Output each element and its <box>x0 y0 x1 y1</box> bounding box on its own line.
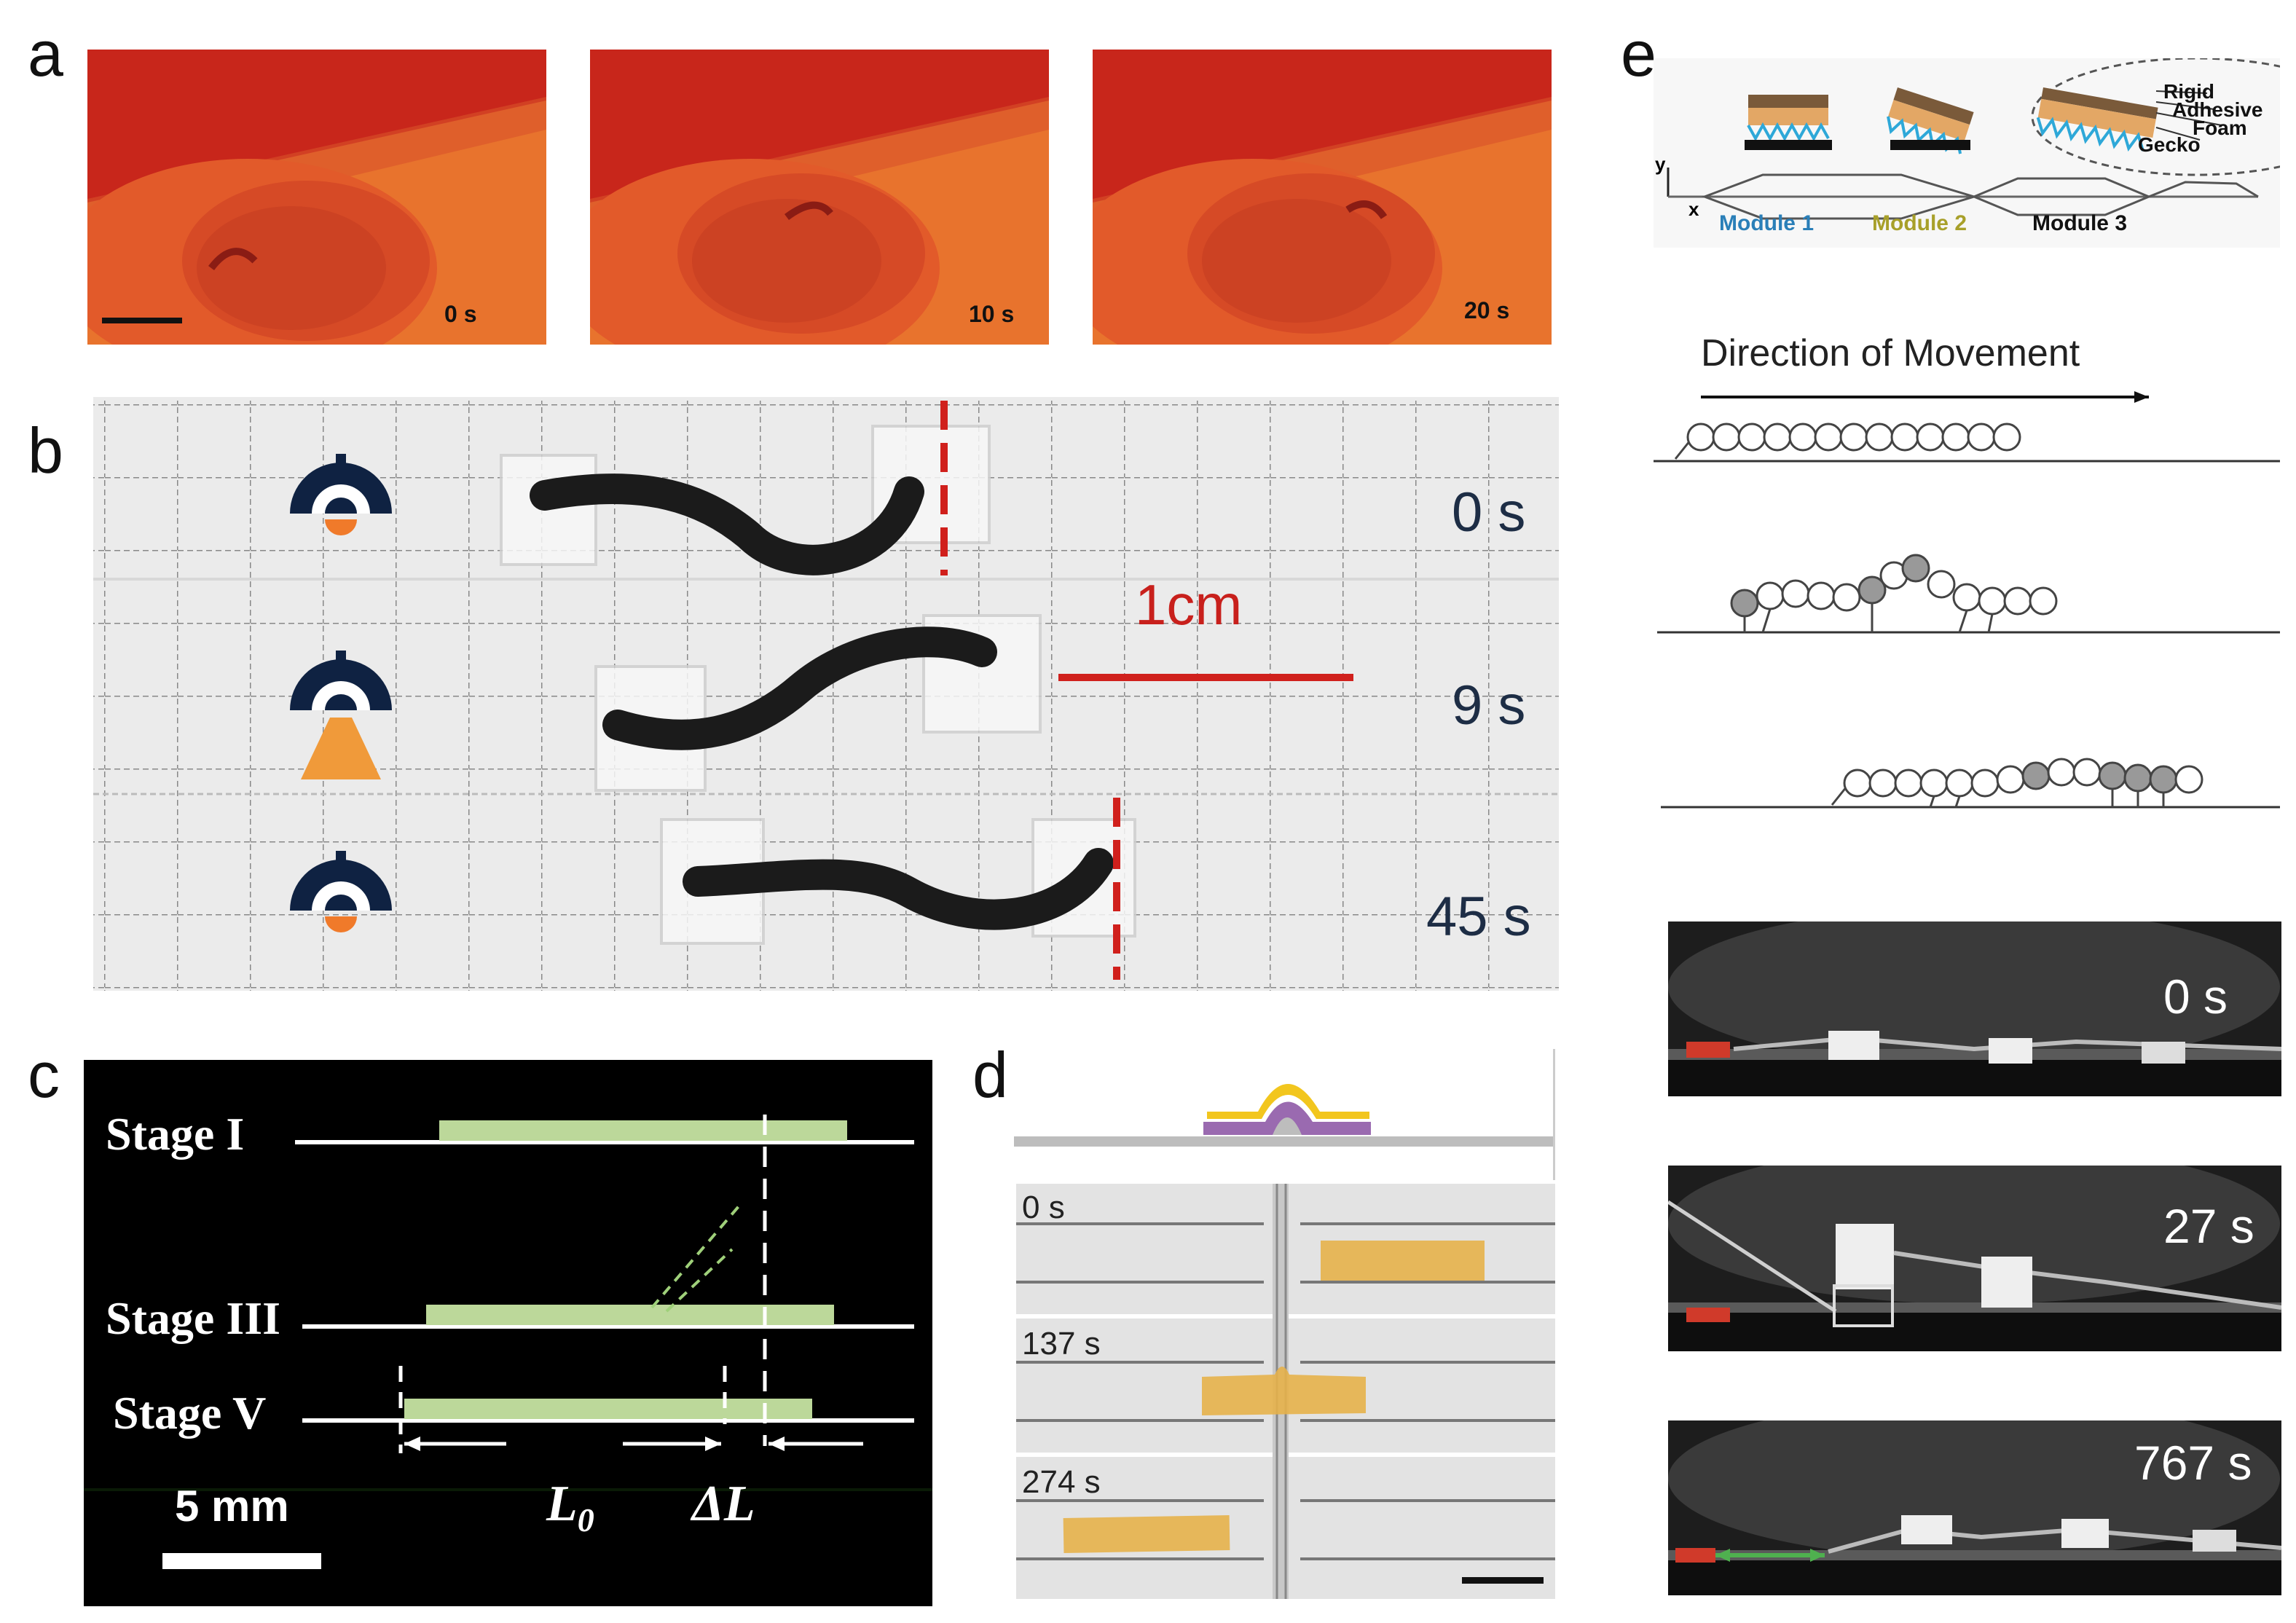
strip <box>1321 1241 1485 1281</box>
panel-a-frame-2: 10 s <box>590 50 1049 345</box>
panel-a-frame-1: 0 s <box>87 50 546 345</box>
scale-bar <box>162 1553 321 1569</box>
lamp-off-icon <box>290 454 392 535</box>
lamp-off-icon <box>290 851 392 932</box>
scale-label: 1cm <box>1135 573 1243 637</box>
strip <box>1202 1367 1366 1415</box>
module-2-label: Module 2 <box>1872 211 1967 235</box>
delta-length-label: ΔL <box>692 1476 755 1532</box>
time-label: 767 s <box>2134 1436 2252 1490</box>
panel-label-e: e <box>1621 17 1656 90</box>
step-schematic <box>1014 1084 1553 1147</box>
module-3-label: Module 3 <box>2032 211 2128 235</box>
inchworm-state-2 <box>1730 554 2058 633</box>
panel-a-frame-3: 20 s <box>1093 50 1552 345</box>
panel-b-grid-photo: 1cm 0 s 9 s 45 s <box>93 397 1559 991</box>
robot-photo <box>1668 1420 2281 1595</box>
strip-stages <box>84 1115 932 1569</box>
lamp-on-icon <box>290 651 392 779</box>
layer-label: Foam <box>2193 117 2247 139</box>
panel-c-photo: Stage I Stage III Stage V L0 ΔL 5 mm <box>84 1060 932 1606</box>
fingertip-photo <box>590 50 1049 345</box>
panel-e-photo-2: 27 s <box>1668 1166 2281 1351</box>
inchworm-state-3 <box>1831 758 2203 808</box>
fingertip-photo <box>1093 50 1552 345</box>
axis-label-x: x <box>1688 198 1699 220</box>
panel-label-d: d <box>972 1039 1008 1111</box>
time-label: 9 s <box>1452 675 1526 736</box>
time-label: 137 s <box>1022 1326 1101 1361</box>
actuator-strip <box>530 473 924 575</box>
panel-label-c: c <box>28 1039 60 1111</box>
scale-label: 5 mm <box>175 1482 289 1530</box>
robot-photo <box>1668 921 2281 1096</box>
time-label: 45 s <box>1426 886 1531 948</box>
time-label: 0 s <box>444 301 477 327</box>
module-1-label: Module 1 <box>1719 211 1815 235</box>
actuator-strip <box>602 626 997 750</box>
strip <box>1063 1515 1230 1554</box>
time-label: 274 s <box>1022 1464 1101 1500</box>
module-diagram <box>1667 57 2296 220</box>
axis-label-y: y <box>1655 153 1666 175</box>
layer-label: Rigid <box>2163 80 2214 103</box>
scale-bar <box>102 318 182 323</box>
stage-label: Stage III <box>106 1292 281 1344</box>
inchworm-state-1 <box>1674 423 2021 460</box>
scale-bar <box>1462 1577 1544 1584</box>
layer-label: Gecko <box>2138 133 2201 156</box>
panel-e-module-schematic: Rigid Adhesive Foam Gecko y x Module 1 M… <box>1654 57 2296 248</box>
panel-label-a: a <box>28 17 63 90</box>
time-label: 20 s <box>1464 297 1510 323</box>
time-label: 0 s <box>2163 970 2228 1023</box>
length-label: L0 <box>546 1476 594 1538</box>
time-label: 27 s <box>2163 1199 2254 1253</box>
pad-icon-1 <box>1745 95 1832 150</box>
panel-label-b: b <box>28 414 63 487</box>
time-label: 10 s <box>969 301 1015 327</box>
panel-e-sequence: Direction of Movement <box>1654 321 2280 830</box>
strip-frames <box>1016 1184 1555 1599</box>
stage-label: Stage I <box>106 1108 245 1160</box>
actuator-strip <box>683 848 1114 930</box>
panel-d-photo: 0 s 137 s 274 s <box>1016 1184 1555 1599</box>
pad-layers-icon <box>2036 87 2158 152</box>
grid-background <box>93 397 1559 991</box>
panel-d-schematic <box>1014 1049 1555 1180</box>
time-label: 0 s <box>1452 482 1526 543</box>
inchworm-diagram <box>1654 391 2280 809</box>
layer-label: Adhesive <box>2172 98 2263 121</box>
robot-photo <box>1668 1166 2281 1351</box>
panel-e-photo-3: 767 s <box>1668 1420 2281 1595</box>
fingertip-photo <box>87 50 546 345</box>
stage-label: Stage V <box>113 1387 267 1439</box>
direction-label: Direction of Movement <box>1701 332 2080 374</box>
time-label: 0 s <box>1022 1190 1065 1225</box>
panel-e-photo-1: 0 s <box>1668 921 2281 1096</box>
